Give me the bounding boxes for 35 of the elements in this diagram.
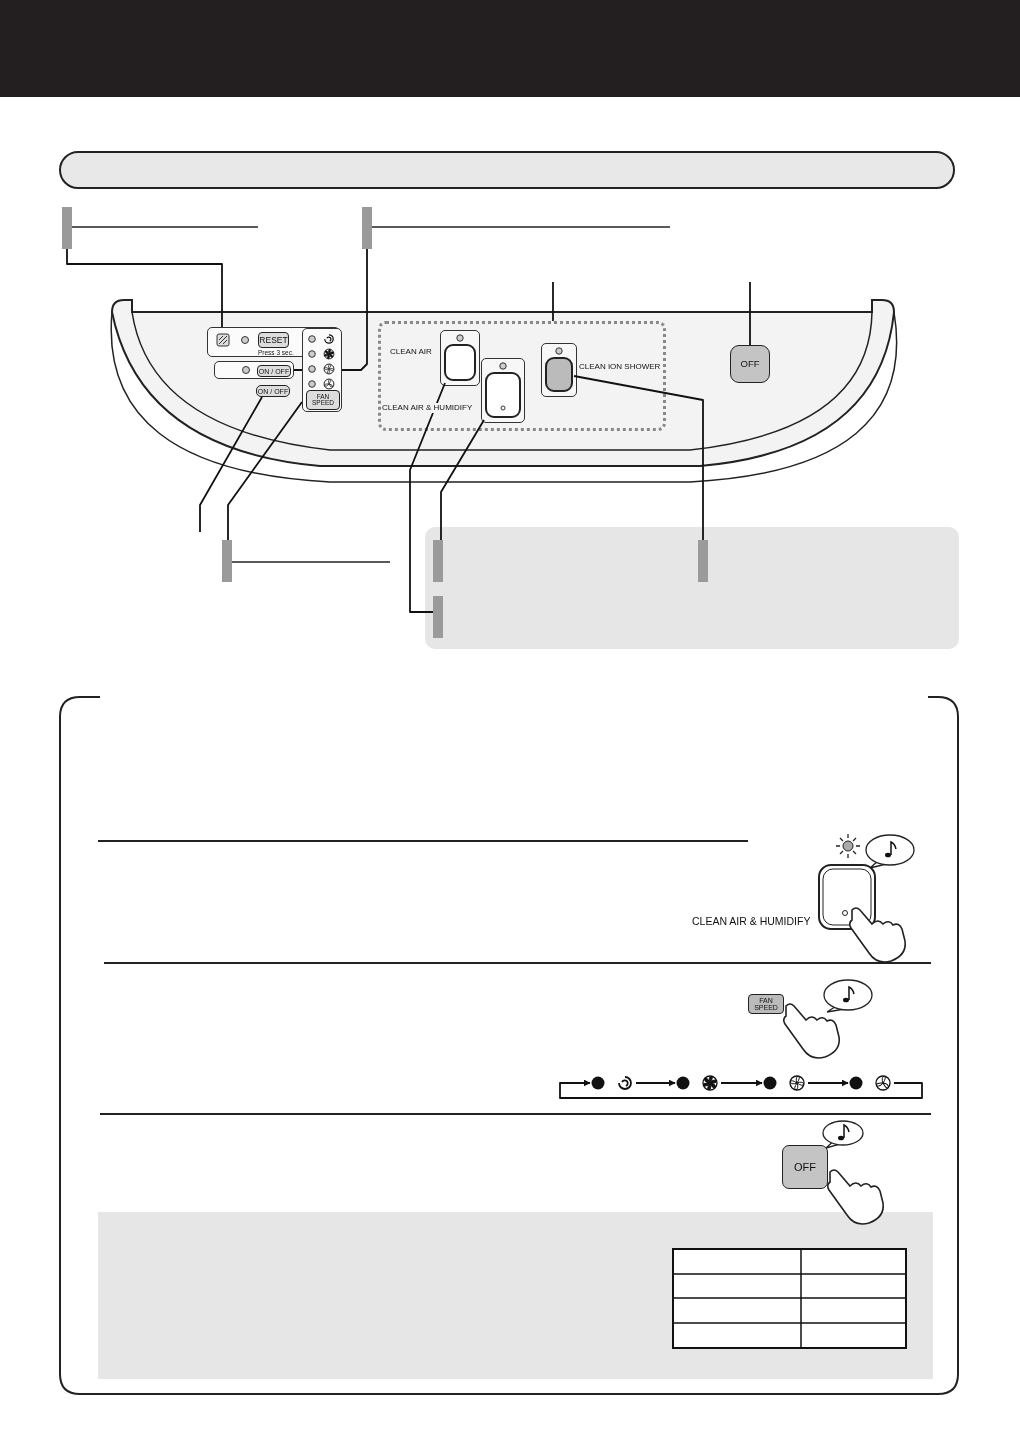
arrow <box>807 1079 849 1087</box>
callout-tab <box>62 207 72 249</box>
arrow <box>635 1079 676 1087</box>
control-group <box>214 361 294 379</box>
arrow <box>559 1079 923 1099</box>
button-caption: CLEAN AIR & HUMIDIFY <box>692 915 811 928</box>
leader-line <box>227 401 303 541</box>
leader-line <box>440 419 485 541</box>
mode-button <box>440 330 480 386</box>
leader-line <box>749 281 751 346</box>
fan-speed-indicator <box>675 1072 721 1094</box>
control-button: OFF <box>730 345 770 383</box>
button-caption: CLEAN AIR <box>390 347 432 357</box>
leader-line <box>199 396 263 533</box>
control-button: RESET <box>258 332 289 348</box>
control-button: OFF <box>782 1145 828 1189</box>
leader-line <box>552 281 554 322</box>
leader-line <box>66 248 223 328</box>
leader-line <box>409 382 446 613</box>
callout-tab <box>433 540 443 582</box>
control-group <box>302 328 342 412</box>
leader-line <box>573 375 704 541</box>
callout-tab <box>222 540 232 582</box>
leader-line <box>293 248 368 371</box>
button-caption: CLEAN AIR & HUMIDIFY <box>382 403 473 413</box>
mode-button <box>541 343 577 397</box>
arrow <box>720 1079 763 1087</box>
button-caption: CLEAN ION SHOWER <box>579 362 661 372</box>
callout-tab <box>433 596 443 638</box>
mode-button <box>481 358 525 423</box>
fan-speed-indicator <box>762 1072 808 1094</box>
callout-panel <box>425 527 959 649</box>
callout-tab <box>698 540 708 582</box>
fan-speed-indicator <box>848 1072 894 1094</box>
callout-tab <box>362 207 372 249</box>
